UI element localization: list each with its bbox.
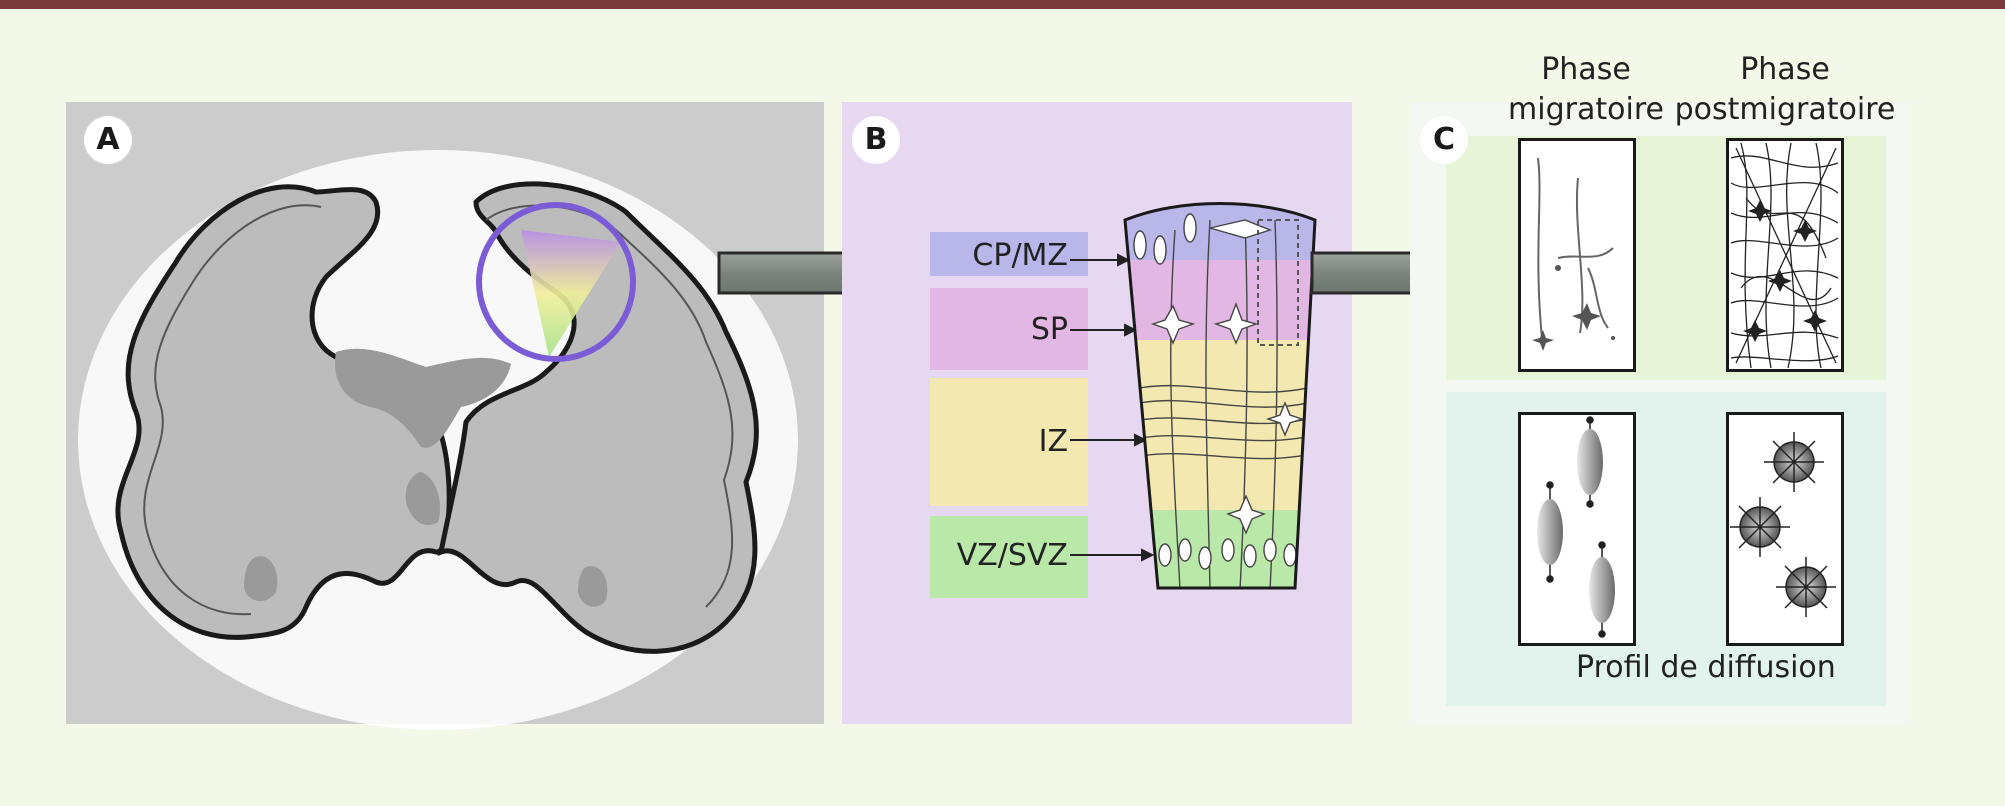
cortical-wedge (521, 230, 621, 357)
postmigratory-phase-image (1726, 138, 1844, 372)
layer-label-vz-svz: VZ/SVZ (956, 538, 1068, 573)
layer-label-iz: IZ (1038, 424, 1068, 459)
brain-coronal-section (78, 150, 798, 730)
layer-label-sp: SP (1030, 312, 1068, 347)
diffusion-profile-caption: Profil de diffusion (1576, 650, 1836, 685)
col1-header-line1: Phase (1541, 52, 1631, 87)
layer-swatch-sp (930, 288, 1088, 370)
layer-label-cp-mz: CP/MZ (972, 238, 1068, 273)
col2-header-line1: Phase (1740, 52, 1830, 87)
panel-a-badge: A (84, 116, 132, 164)
col1-header-line2: migratoire (1508, 92, 1664, 127)
postmigratory-diffusion-profile (1726, 412, 1844, 646)
layer-swatch-cp-mz (930, 232, 1088, 276)
third-ventricle (405, 472, 441, 526)
panel-c-badge: C (1420, 116, 1468, 164)
migratory-diffusion-profile (1518, 412, 1636, 646)
left-hemisphere (115, 184, 452, 640)
cortical-column (1070, 202, 1317, 590)
lateral-ventricles (335, 348, 511, 448)
col2-header-line2: postmigratoire (1674, 92, 1896, 127)
migratory-phase-image (1518, 138, 1636, 372)
layer-pointer-arrows (1070, 253, 1155, 562)
layer-swatch-iz (930, 378, 1088, 506)
top-bar (0, 0, 2005, 9)
layer-swatch-vz-svz (930, 516, 1088, 598)
magnify-circle-icon (476, 202, 636, 362)
right-hemisphere (437, 181, 759, 654)
panel-b-badge: B (852, 116, 900, 164)
